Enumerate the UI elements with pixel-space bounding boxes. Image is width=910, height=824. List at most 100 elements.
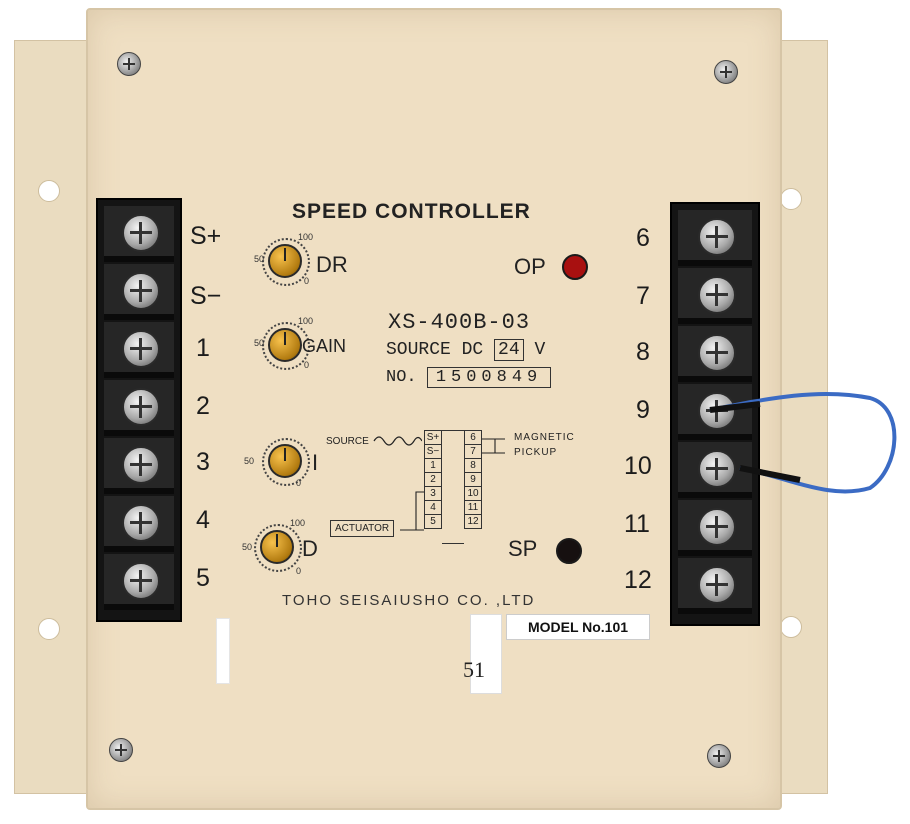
diagram-ic-body xyxy=(442,430,464,544)
terminal-screw-icon[interactable] xyxy=(698,218,736,256)
d-scale-max: 100 xyxy=(290,518,306,528)
terminal-screw-icon[interactable] xyxy=(698,566,736,604)
gain-scale-max: 100 xyxy=(298,316,314,326)
terminal-screw-icon[interactable] xyxy=(122,388,160,426)
dr-label: DR xyxy=(316,252,348,277)
terminal-label: 9 xyxy=(636,396,650,424)
gain-knob-group[interactable]: 100 50 0 GAIN xyxy=(240,316,380,372)
magnetic-label: MAGNETIC xyxy=(514,432,575,443)
controller-panel xyxy=(86,8,782,810)
terminal-label: 7 xyxy=(636,282,650,310)
white-sticker: 51 xyxy=(463,614,502,694)
model-sticker-text: MODEL No.101 xyxy=(527,619,629,635)
d-scale-mid: 50 xyxy=(242,542,253,552)
d-scale-min: 0 xyxy=(296,566,302,576)
diagram-pin: 10 xyxy=(464,487,482,501)
sp-indicator-led xyxy=(556,538,582,564)
diagram-wires xyxy=(400,438,505,531)
i-scale-min: 0 xyxy=(296,478,302,488)
terminal-block-right xyxy=(670,202,760,626)
source-coil-icon xyxy=(372,432,423,450)
d-label: D xyxy=(302,536,318,561)
terminal-label: S+ xyxy=(190,222,222,250)
d-knob[interactable] xyxy=(260,530,294,564)
terminal-screw-icon[interactable] xyxy=(122,214,160,252)
terminal-label: 3 xyxy=(196,448,210,476)
source-voltage: 24 xyxy=(494,339,524,361)
dr-scale-mid: 50 xyxy=(254,254,265,264)
mounting-hole xyxy=(780,188,802,210)
dr-knob[interactable] xyxy=(268,244,302,278)
diagram-pin: 11 xyxy=(464,501,482,515)
source-label: SOURCE DC xyxy=(386,340,484,360)
gain-knob[interactable] xyxy=(268,328,302,362)
i-label: I xyxy=(312,450,319,475)
terminal-screw-icon[interactable] xyxy=(698,450,736,488)
mounting-hole xyxy=(780,616,802,638)
diagram-pin: 3 xyxy=(424,487,442,501)
terminal-label: 10 xyxy=(624,452,652,480)
terminal-screw-icon[interactable] xyxy=(122,562,160,600)
model-code: XS-400B-03 xyxy=(388,310,531,335)
terminal-label: 5 xyxy=(196,564,210,592)
diagram-pin: 7 xyxy=(464,445,482,459)
terminal-label: 12 xyxy=(624,566,652,594)
mounting-hole xyxy=(38,180,60,202)
pickup-label: PICKUP xyxy=(514,447,558,458)
diagram-pin: 8 xyxy=(464,459,482,473)
serial-line: NO. 1500849 xyxy=(386,367,552,388)
terminal-screw-icon[interactable] xyxy=(122,504,160,542)
gain-label: GAIN xyxy=(302,336,347,356)
diagram-pin: S+ xyxy=(424,430,442,445)
terminal-label: 1 xyxy=(196,334,210,362)
terminal-label: 11 xyxy=(624,510,650,538)
terminal-label: 8 xyxy=(636,338,650,366)
terminal-label: 6 xyxy=(636,224,650,252)
diagram-left-pins: S+ S− 1 2 3 4 5 xyxy=(424,430,442,529)
terminal-label: 2 xyxy=(196,392,210,420)
diagram-pin: S− xyxy=(424,445,442,459)
dr-knob-group[interactable]: 100 50 0 DR xyxy=(240,232,360,288)
i-knob[interactable] xyxy=(268,444,302,478)
mounting-hole xyxy=(38,618,60,640)
terminal-screw-icon[interactable] xyxy=(698,334,736,372)
jumper-wire xyxy=(709,391,897,494)
i-knob-group[interactable]: 50 0 I xyxy=(240,432,360,488)
terminal-screw-icon[interactable] xyxy=(698,508,736,546)
source-line: SOURCE DC 24 V xyxy=(386,339,546,361)
sticker-fragment-text: 51 xyxy=(463,657,485,682)
op-indicator-led xyxy=(562,254,588,280)
screw-icon xyxy=(707,744,731,768)
terminal-screw-icon[interactable] xyxy=(698,276,736,314)
diagram-pin: 5 xyxy=(424,515,442,529)
terminal-screw-icon[interactable] xyxy=(122,446,160,484)
gain-scale-min: 0 xyxy=(304,360,310,370)
source-unit: V xyxy=(534,340,546,360)
terminal-screw-icon[interactable] xyxy=(122,330,160,368)
diagram-pin: 4 xyxy=(424,501,442,515)
diagram-pin: 1 xyxy=(424,459,442,473)
device-title: SPEED CONTROLLER xyxy=(292,200,531,223)
i-scale-mid: 50 xyxy=(244,456,255,466)
terminal-label: 4 xyxy=(196,506,210,534)
diagram-right-pins: 6 7 8 9 10 11 12 xyxy=(464,430,482,529)
terminal-block-left xyxy=(96,198,182,622)
d-knob-group[interactable]: 100 50 0 D xyxy=(232,518,352,578)
screw-icon xyxy=(714,60,738,84)
gain-scale-mid: 50 xyxy=(254,338,265,348)
dr-scale-max: 100 xyxy=(298,232,314,242)
diagram-pin: 2 xyxy=(424,473,442,487)
op-label: OP xyxy=(514,254,546,279)
manufacturer-text: TOHO SEISAIUSHO CO. ,LTD xyxy=(282,592,536,609)
diagram-pin: 6 xyxy=(464,430,482,445)
terminal-screw-icon[interactable] xyxy=(122,272,160,310)
screw-icon xyxy=(117,52,141,76)
model-sticker: MODEL No.101 xyxy=(506,614,650,640)
actuator-box: ACTUATOR xyxy=(330,520,395,537)
white-sticker xyxy=(216,618,230,684)
sp-label: SP xyxy=(508,536,538,561)
diagram-pin: 9 xyxy=(464,473,482,487)
terminal-label: S− xyxy=(190,282,222,310)
serial-label: NO. xyxy=(386,368,417,387)
diagram-pin: 12 xyxy=(464,515,482,529)
